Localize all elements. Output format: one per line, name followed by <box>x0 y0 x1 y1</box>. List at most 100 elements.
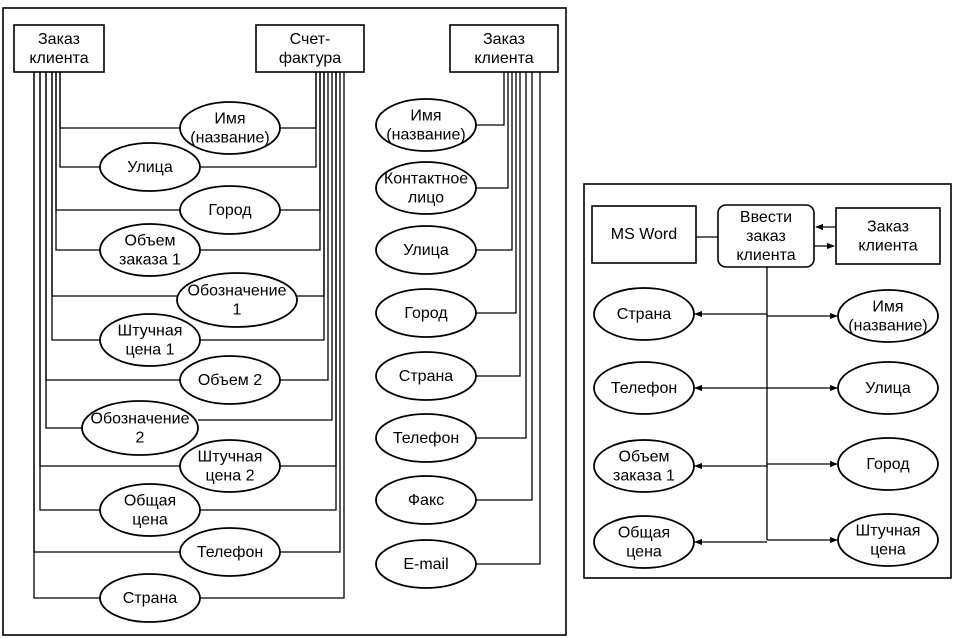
left-field-0-label-line: (название) <box>190 130 269 147</box>
left-field-2 <box>179 185 281 235</box>
middle-field-6 <box>375 475 477 525</box>
left-order-wire-5 <box>51 72 100 341</box>
left-order-wire-0 <box>59 72 180 129</box>
middle-field-3-label: Город <box>404 305 448 322</box>
process-box-label-line: клиента <box>736 247 795 264</box>
right-right-field-3 <box>837 513 939 567</box>
left-field-4-label-line: 1 <box>233 302 242 319</box>
left-field-2-label-line: Город <box>208 202 252 219</box>
left-field-1 <box>99 142 201 192</box>
left-panel-frame <box>2 7 567 636</box>
middle-field-1-label-line: Контактное <box>384 171 468 188</box>
left-field-9-label-line: Общая <box>124 493 176 510</box>
left-field-7 <box>81 400 199 456</box>
middle-order-wire-3 <box>476 72 517 314</box>
left-invoice-box-label-line: фактура <box>279 50 341 67</box>
process-box-label: Ввести заказ клиента <box>736 209 795 264</box>
left-field-6-label-line: Объем 2 <box>198 372 262 389</box>
right-left-field-3 <box>593 515 695 569</box>
left-invoice-wire-10 <box>280 72 341 553</box>
right-order-box-label-line: Заказ <box>867 219 909 236</box>
right-left-field-2-label-line: Объем <box>619 449 670 466</box>
ms-word-box-label-line: MS Word <box>611 226 677 243</box>
right-panel-frame <box>583 183 952 579</box>
left-field-4 <box>176 272 298 328</box>
left-order-wire-1 <box>59 72 100 168</box>
left-field-3-label-line: Объем <box>125 233 176 250</box>
left-invoice-wire-7 <box>198 72 333 421</box>
middle-field-0-label-line: (название) <box>386 127 465 144</box>
left-field-11 <box>99 573 201 623</box>
left-invoice-wire-9 <box>200 72 337 511</box>
left-order-wire-7 <box>45 72 82 429</box>
process-box-label-line: заказ <box>746 228 786 245</box>
right-right-field-2-label-line: Город <box>866 456 910 473</box>
middle-field-6-label: Факс <box>408 492 444 509</box>
left-order-box-label: Заказ клиента <box>29 31 88 67</box>
left-field-0-label-line: Имя <box>214 111 245 128</box>
middle-field-2-label: Улица <box>403 242 449 259</box>
middle-field-3 <box>375 288 477 338</box>
right-left-field-0-label: Страна <box>617 306 672 323</box>
right-left-field-3-label-line: цена <box>626 544 662 561</box>
right-right-field-1 <box>837 361 939 415</box>
middle-field-0 <box>375 98 477 152</box>
middle-order-wire-7 <box>476 72 541 565</box>
left-invoice-wire-2 <box>280 72 321 211</box>
right-order-box <box>835 207 941 265</box>
right-left-field-2 <box>593 439 695 493</box>
middle-order-box-label-line: Заказ <box>483 31 525 48</box>
left-field-5-label-line: цена 1 <box>126 342 175 359</box>
right-left-field-2-label: Объем заказа 1 <box>613 449 675 485</box>
middle-field-2 <box>375 225 477 275</box>
left-field-6-label: Объем 2 <box>198 372 262 389</box>
middle-field-5-label-line: Телефон <box>393 430 459 447</box>
left-invoice-box-label: Счет-фактура <box>279 31 341 67</box>
left-field-9-label-line: цена <box>132 512 168 529</box>
middle-field-6-label-line: Факс <box>408 492 444 509</box>
right-right-field-0 <box>837 289 939 343</box>
middle-field-4-label-line: Страна <box>399 368 454 385</box>
middle-field-3-label-line: Город <box>404 305 448 322</box>
right-left-field-2-label-line: заказа 1 <box>613 468 675 485</box>
process-box-label-line: Ввести <box>740 209 792 226</box>
right-right-field-1-label: Улица <box>865 380 911 397</box>
left-field-7-label-line: Обозначение <box>91 411 190 428</box>
middle-field-7 <box>375 539 477 589</box>
right-right-field-2 <box>837 437 939 491</box>
left-field-0 <box>179 101 281 155</box>
left-field-11-label-line: Страна <box>123 590 178 607</box>
left-field-3 <box>99 223 201 277</box>
left-field-6 <box>179 355 281 405</box>
middle-field-4 <box>375 351 477 401</box>
right-right-field-2-label: Город <box>866 456 910 473</box>
right-right-field-3-label-line: Штучная <box>856 523 921 540</box>
left-field-11-label: Страна <box>123 590 178 607</box>
middle-order-wire-5 <box>476 72 527 439</box>
left-field-8-label-line: цена 2 <box>206 468 255 485</box>
right-right-field-0-label-line: Имя <box>872 299 903 316</box>
right-left-field-0 <box>593 287 695 341</box>
right-right-field-0-label: Имя (название) <box>848 299 927 335</box>
process-box <box>717 204 815 268</box>
middle-field-1 <box>375 161 477 215</box>
left-order-box-label-line: Заказ <box>38 31 80 48</box>
middle-order-wire-2 <box>476 72 513 251</box>
left-field-10 <box>179 527 281 577</box>
middle-field-7-label: E-mail <box>403 556 448 573</box>
right-left-field-1-label-line: Телефон <box>611 380 677 397</box>
left-field-10-label: Телефон <box>197 544 263 561</box>
middle-field-7-label-line: E-mail <box>403 556 448 573</box>
right-right-field-0-label-line: (название) <box>848 318 927 335</box>
middle-order-box <box>449 24 559 73</box>
middle-field-0-label-line: Имя <box>410 108 441 125</box>
ms-word-box-label: MS Word <box>611 226 677 243</box>
left-order-box-label-line: клиента <box>29 50 88 67</box>
left-field-9-label: Общая цена <box>124 493 176 529</box>
left-invoice-box-label-line: Счет- <box>290 31 331 48</box>
